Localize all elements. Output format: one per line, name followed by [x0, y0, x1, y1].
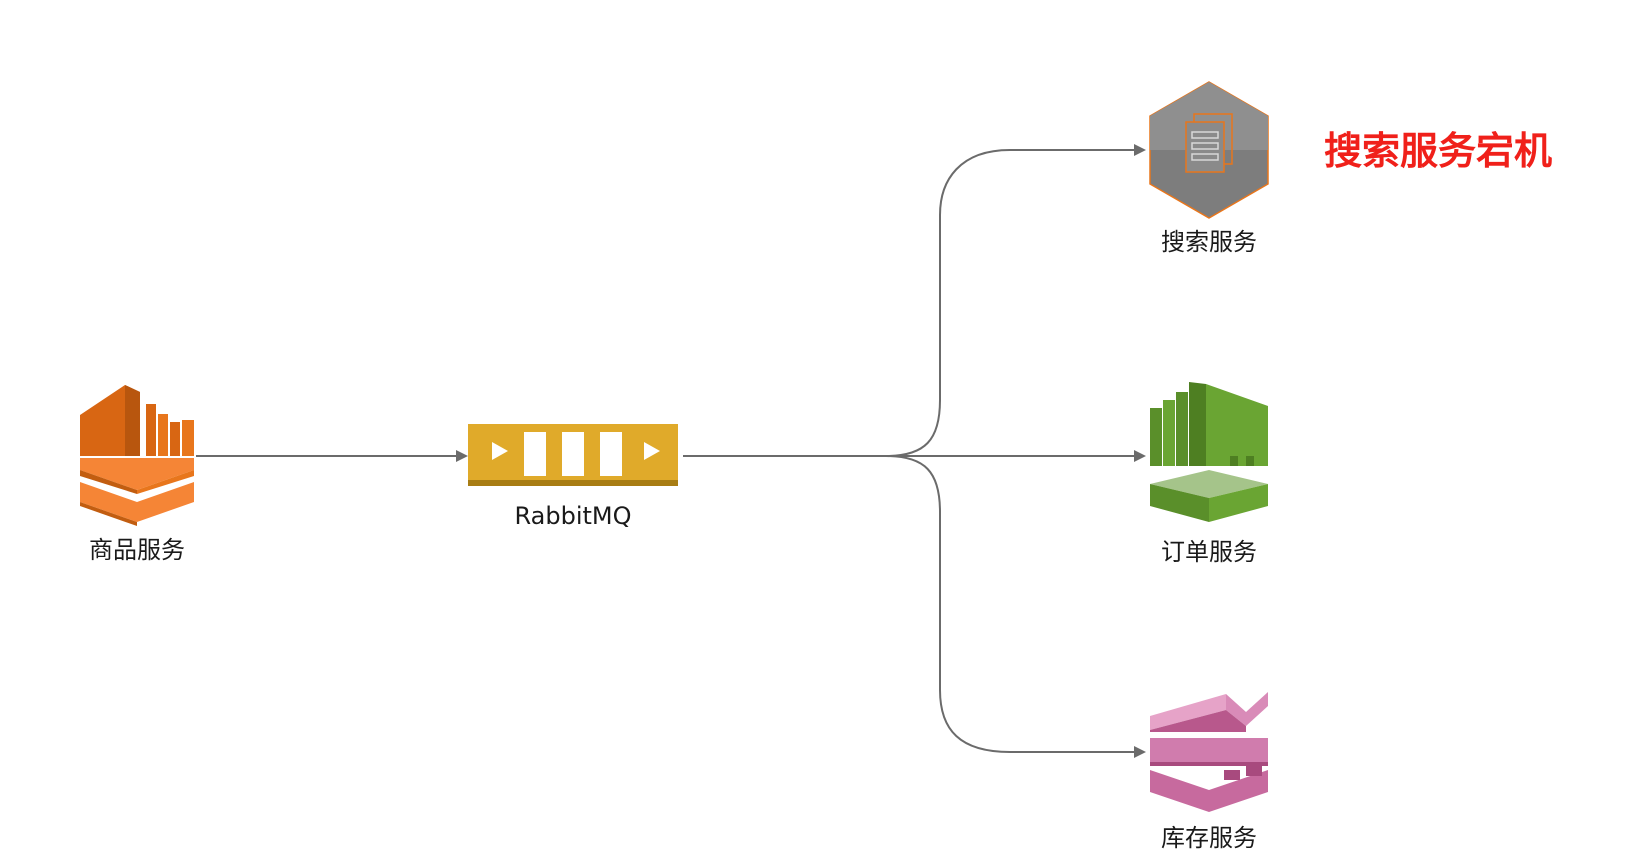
orange-stacked-service-icon [80, 385, 194, 526]
rabbitmq-label: RabbitMQ [514, 502, 632, 530]
gray-hexagon-documents-icon [1149, 81, 1269, 219]
search-service-down-annotation: 搜索服务宕机 [1324, 129, 1553, 173]
edges [196, 144, 1146, 758]
pink-stream-service-icon [1150, 692, 1268, 812]
green-stacked-service-icon [1150, 382, 1268, 522]
product-service-label: 商品服务 [89, 536, 185, 564]
inventory-service-label: 库存服务 [1161, 824, 1257, 852]
order-service-label: 订单服务 [1161, 538, 1257, 566]
edge-rabbitmq-to-search [885, 144, 1146, 457]
search-service-label: 搜索服务 [1161, 228, 1257, 256]
queue-icon [468, 424, 678, 486]
edge-rabbitmq-to-inventory [885, 455, 1146, 758]
